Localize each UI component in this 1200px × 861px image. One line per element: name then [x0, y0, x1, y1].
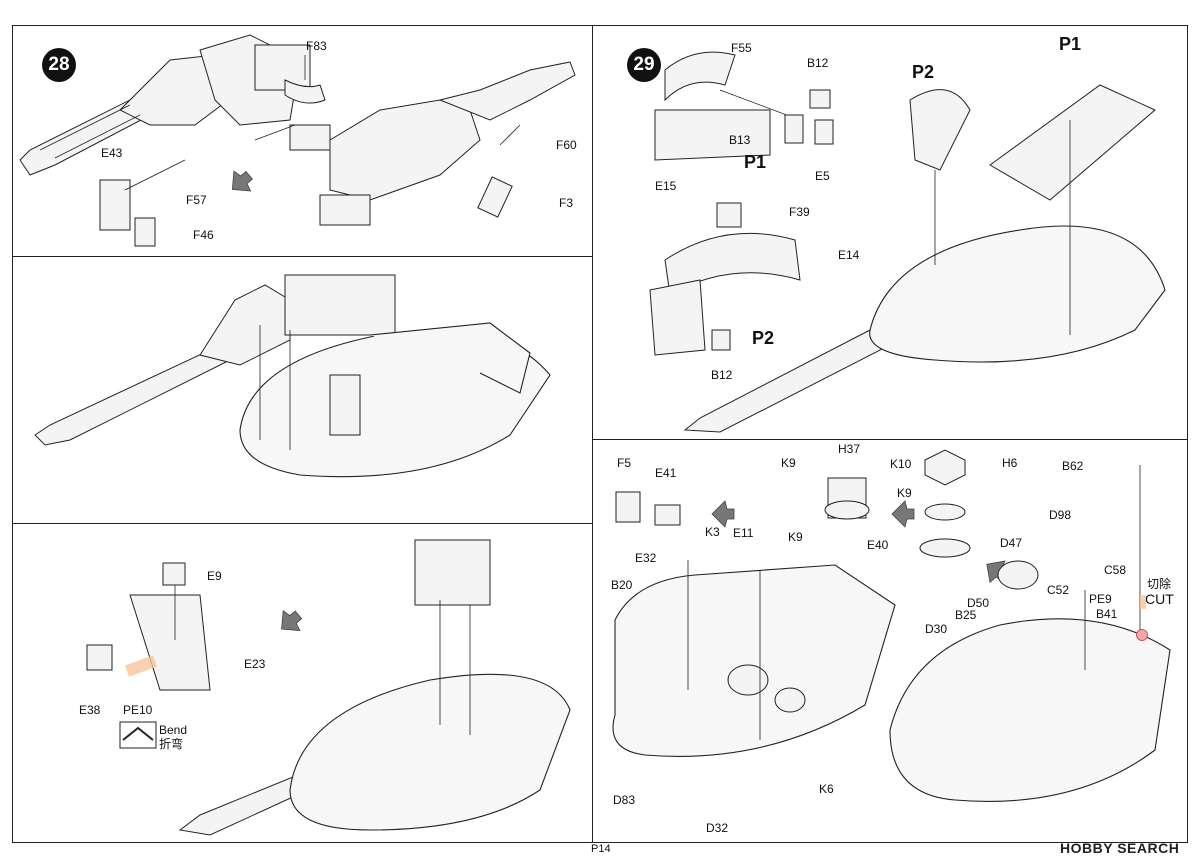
machine-gun-e43 [99, 159, 186, 247]
breech-part-f83 [284, 55, 326, 104]
label-f39: F39 [789, 205, 810, 219]
label-b62: B62 [1062, 459, 1084, 473]
step-arrow-2 [281, 610, 303, 632]
page-number: P14 [591, 843, 611, 855]
cut-mark [1136, 629, 1148, 641]
label-f5: F5 [617, 456, 632, 470]
step-number-29: 29 [627, 48, 661, 82]
turret-full-29a [683, 84, 1166, 433]
label-big-p2: P2 [912, 62, 935, 82]
label-c58: C58 [1104, 563, 1127, 577]
label-h37: H37 [838, 442, 861, 456]
label-e5: E5 [815, 169, 830, 183]
label-f60: F60 [556, 138, 577, 152]
cupola-h6-d47 [919, 449, 971, 558]
barrel-assembly-left [19, 34, 311, 176]
step-arrow-3 [711, 500, 735, 528]
label-f46: F46 [193, 228, 214, 242]
label-k9-c: K9 [788, 530, 803, 544]
label-d30: D30 [925, 622, 948, 636]
label-d32: D32 [706, 821, 729, 835]
label-e14: E14 [838, 248, 860, 262]
label-cut-en: CUT [1145, 591, 1174, 607]
label-k6: K6 [819, 782, 834, 796]
label-k9-a: K9 [781, 456, 796, 470]
watermark-logo: HOBBY SEARCH [1060, 840, 1180, 856]
label-e41: E41 [655, 466, 677, 480]
label-d50: D50 [967, 596, 990, 610]
label-k9-b: K9 [897, 486, 912, 500]
label-d98: D98 [1049, 508, 1072, 522]
label-c52: C52 [1047, 583, 1070, 597]
label-sub-p2: P2 [752, 328, 775, 348]
label-bend-en: Bend [159, 723, 188, 737]
label-e11: E11 [733, 526, 754, 540]
label-d47: D47 [1000, 536, 1023, 550]
label-k10: K10 [890, 457, 912, 471]
label-k3: K3 [705, 525, 720, 539]
turret-interior-29b [612, 560, 896, 757]
label-pe10: PE10 [123, 703, 153, 717]
step-number-28: 28 [42, 48, 76, 82]
label-f3: F3 [559, 196, 574, 210]
label-b20: B20 [611, 578, 633, 592]
parts-e9-e23-e38 [86, 562, 211, 691]
label-e38: E38 [79, 703, 101, 717]
pe9-highlight [1140, 595, 1146, 609]
barrel-assembly-right [319, 61, 576, 226]
label-pe9: PE9 [1089, 592, 1112, 606]
periscope-block [824, 477, 870, 520]
label-b41: B41 [1096, 607, 1118, 621]
turret-exterior-29b [889, 465, 1171, 802]
label-d83: D83 [613, 793, 636, 807]
part-f60-f3 [477, 124, 521, 218]
label-b25: B25 [955, 608, 977, 622]
label-cut-cn: 切除 [1147, 577, 1172, 591]
label-e43: E43 [101, 146, 123, 160]
label-b12-bottom: B12 [711, 368, 733, 382]
step-arrow-4 [891, 500, 915, 528]
step-arrow [231, 170, 253, 192]
label-f57: F57 [186, 193, 207, 207]
label-e23: E23 [244, 657, 266, 671]
label-f55: F55 [731, 41, 752, 55]
turret-hull-28c [178, 539, 571, 836]
label-e9: E9 [207, 569, 222, 583]
turret-with-barrel [34, 274, 551, 478]
label-f83: F83 [306, 39, 327, 53]
parts-f5-e41 [615, 491, 681, 526]
label-bend-cn: 折弯 [159, 737, 184, 751]
label-b12-top: B12 [807, 56, 829, 70]
coax-gun-assembly [254, 124, 331, 151]
label-e32: E32 [635, 551, 657, 565]
label-e15: E15 [655, 179, 677, 193]
label-b13: B13 [729, 133, 751, 147]
sub-assembly-p2 [649, 202, 801, 356]
sub-assembly-p1 [654, 51, 834, 161]
label-e40: E40 [867, 538, 889, 552]
label-h6: H6 [1002, 456, 1018, 470]
label-sub-p1: P1 [744, 152, 767, 172]
bend-symbol [119, 721, 157, 749]
label-big-p1: P1 [1059, 34, 1082, 54]
